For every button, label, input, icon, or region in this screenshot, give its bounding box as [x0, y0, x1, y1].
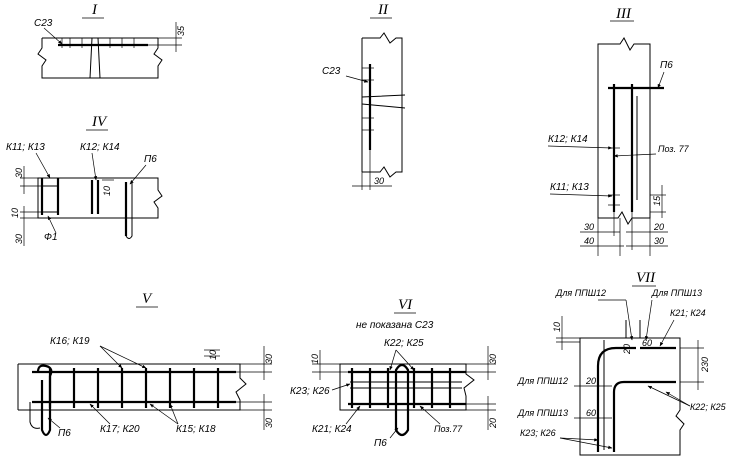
section-iii-title: III [615, 6, 632, 22]
section-vi-label-poz77: Поз.77 [434, 424, 463, 434]
section-iv-dim-30a: 30 [14, 168, 24, 178]
section-iii: III П6 К12; К14 Поз. 77 К11; К13 15 30 4… [547, 6, 690, 256]
section-iv-slab [37, 177, 163, 219]
section-i-title: I [91, 2, 98, 18]
section-v-dim-30a: 30 [264, 354, 274, 364]
section-iii-dim-40: 40 [584, 236, 594, 246]
section-vi-label-k21k24: К21; К24 [312, 424, 352, 435]
section-iv: IV К11; К13 К12; К14 П6 Ф1 30 10 30 10 [6, 114, 163, 246]
section-vii-label-ppsh12b: Для ППШ12 [517, 376, 568, 386]
section-vii-dim-60: 60 [642, 338, 652, 348]
section-iv-dim-10b: 10 [10, 208, 20, 218]
section-vii-title: VII [636, 270, 656, 286]
section-vii-label-k21k24: К21; К24 [670, 308, 706, 318]
section-v-label-k15k18: К15; К18 [176, 424, 216, 435]
section-vii-dim-20b: 20 [585, 376, 596, 386]
section-vii-label-ppsh13b: Для ППШ13 [517, 408, 568, 418]
section-iv-dim-30b: 30 [14, 234, 24, 244]
section-iv-dim-10: 10 [102, 186, 112, 196]
section-vi-title: VI [398, 297, 413, 313]
section-vi: VI не показана С23 К22; К25 К23; К26 К21… [290, 297, 498, 449]
section-vi-label-p6: П6 [374, 438, 387, 449]
section-iii-label-k12k14: К12; К14 [548, 134, 588, 145]
section-vii-dim-20: 20 [622, 344, 632, 355]
section-iii-label-p6: П6 [660, 60, 673, 71]
section-vii-dim-230: 230 [700, 357, 710, 373]
section-vii-label-k22k25: К22; К25 [690, 402, 727, 412]
section-vi-label-k22k25: К22; К25 [384, 338, 424, 349]
section-v: V К16; К19 П6 К17; К20 К15; К18 10 30 30 [17, 291, 274, 439]
section-vi-label-k23k26: К23; К26 [290, 386, 330, 397]
section-vii-bent-bar-a [596, 346, 636, 452]
section-iv-title: IV [91, 114, 108, 130]
section-iii-dim-15: 15 [652, 195, 662, 206]
section-iv-label-k11k13: К11; К13 [6, 142, 45, 153]
section-vi-dim-30: 30 [488, 354, 498, 364]
section-vii-label-ppsh13a: Для ППШ13 [651, 288, 702, 298]
section-v-dim-30b: 30 [264, 418, 274, 428]
section-i-dim-35: 35 [176, 25, 186, 36]
section-ii: II C23 30 [322, 2, 406, 190]
section-ii-label-c23: C23 [322, 66, 341, 77]
section-iv-label-p6: П6 [144, 154, 157, 165]
section-v-label-k17k20: К17; К20 [100, 424, 140, 435]
section-v-title: V [142, 291, 153, 307]
section-ii-dim-30: 30 [374, 176, 384, 186]
section-v-dim-10: 10 [208, 350, 218, 360]
section-vii-label-ppsh12a: Для ППШ12 [555, 288, 606, 298]
section-vi-slab [339, 363, 475, 411]
section-vii-slab [579, 337, 685, 456]
section-v-slab [18, 363, 247, 411]
section-vii-bent-bar-b [612, 380, 676, 452]
section-vi-note: не показана С23 [356, 320, 434, 331]
section-vii: VII Для ППШ12 Для ППШ13 К21; К24 10 20 6… [517, 270, 727, 456]
section-iv-label-f1: Ф1 [44, 232, 58, 243]
section-vii-dim-10: 10 [552, 322, 562, 332]
section-vi-dim-10: 10 [310, 354, 320, 364]
section-iii-dim-20: 20 [653, 222, 664, 232]
section-vi-dim-20: 20 [488, 418, 498, 429]
section-v-label-k16k19: К16; К19 [50, 336, 90, 347]
section-i-label-c23: C23 [34, 18, 53, 29]
section-v-label-p6: П6 [58, 428, 71, 439]
section-iii-dim-30: 30 [584, 222, 594, 232]
section-iv-label-k12k14: К12; К14 [80, 142, 120, 153]
section-vi-p6-loop [394, 363, 410, 437]
section-ii-title: II [377, 2, 389, 18]
section-i: I C23 35 [34, 2, 186, 79]
section-iii-label-poz77: Поз. 77 [658, 144, 690, 154]
section-vii-label-k23k26: К23; К26 [520, 428, 556, 438]
section-vii-dim-60b: 60 [586, 408, 596, 418]
section-iii-label-k11k13: К11; К13 [550, 182, 589, 193]
section-v-p6-loop [36, 364, 53, 437]
section-iii-dim-30b: 30 [654, 236, 664, 246]
section-ii-slab [361, 32, 403, 178]
